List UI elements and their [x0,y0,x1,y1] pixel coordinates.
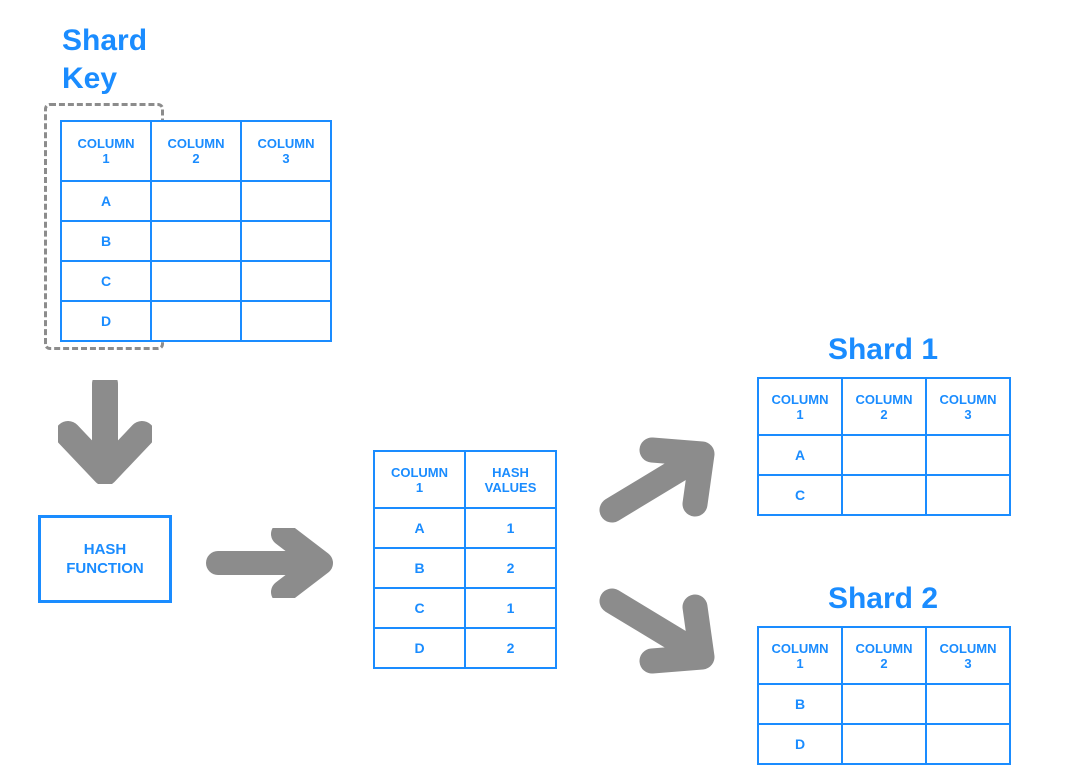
table-row: A [757,434,1011,476]
table-row: C [60,260,332,302]
shard2-table: COLUMN 1 COLUMN 2 COLUMN 3 B D [757,626,1011,765]
table-cell [150,260,242,302]
column-header: COLUMN 3 [925,626,1011,685]
table-row: D [757,723,1011,765]
arrow-right-icon [206,528,333,598]
table-row: A [60,180,332,222]
arrow-down-right-icon [599,588,715,674]
table-row: B 2 [373,547,557,589]
table-cell: B [757,683,843,725]
column-header: COLUMN 1 [757,377,843,436]
table-cell [150,180,242,222]
hash-function-box: HASH FUNCTION [38,515,172,603]
arrow-up-right-icon [599,437,715,523]
table-cell [240,220,332,262]
table-cell [841,434,927,476]
shard1-table: COLUMN 1 COLUMN 2 COLUMN 3 A C [757,377,1011,516]
table-cell: C [757,474,843,516]
table-cell: B [60,220,152,262]
table-cell [240,300,332,342]
column-header: COLUMN 3 [240,120,332,182]
column-header: COLUMN 2 [150,120,242,182]
table-cell: 2 [464,627,557,669]
table-cell [925,434,1011,476]
table-cell: C [60,260,152,302]
table-row: B [757,683,1011,725]
table-header-row: COLUMN 1 COLUMN 2 COLUMN 3 [60,120,332,182]
shard1-title: Shard 1 [827,333,939,366]
shard-key-title: Shard Key [62,24,148,95]
hash-values-table: COLUMN 1 HASH VALUES A 1 B 2 C 1 D 2 [373,450,557,669]
source-table: COLUMN 1 COLUMN 2 COLUMN 3 A B C D [60,120,332,342]
column-header: COLUMN 1 [373,450,466,509]
table-header-row: COLUMN 1 HASH VALUES [373,450,557,509]
table-cell: A [373,507,466,549]
table-cell: 1 [464,507,557,549]
table-cell: A [60,180,152,222]
table-cell: B [373,547,466,589]
hash-function-label: HASH FUNCTION [66,541,144,577]
table-cell [925,723,1011,765]
table-cell: 2 [464,547,557,589]
column-header: COLUMN 3 [925,377,1011,436]
arrow-down-icon [58,380,152,484]
table-cell: A [757,434,843,476]
table-cell [841,723,927,765]
table-cell [841,474,927,516]
table-header-row: COLUMN 1 COLUMN 2 COLUMN 3 [757,626,1011,685]
shard2-title: Shard 2 [827,582,939,615]
table-cell: D [373,627,466,669]
table-cell [240,180,332,222]
table-row: A 1 [373,507,557,549]
table-cell [925,683,1011,725]
table-row: D 2 [373,627,557,669]
column-header: COLUMN 2 [841,626,927,685]
column-header: COLUMN 2 [841,377,927,436]
table-cell [240,260,332,302]
table-row: D [60,300,332,342]
column-header: HASH VALUES [464,450,557,509]
column-header: COLUMN 1 [757,626,843,685]
column-header: COLUMN 1 [60,120,152,182]
table-cell: C [373,587,466,629]
table-row: B [60,220,332,262]
table-cell [150,220,242,262]
table-cell: 1 [464,587,557,629]
table-row: C 1 [373,587,557,629]
table-header-row: COLUMN 1 COLUMN 2 COLUMN 3 [757,377,1011,436]
table-cell: D [757,723,843,765]
table-cell [925,474,1011,516]
table-cell [841,683,927,725]
table-row: C [757,474,1011,516]
table-cell: D [60,300,152,342]
table-cell [150,300,242,342]
